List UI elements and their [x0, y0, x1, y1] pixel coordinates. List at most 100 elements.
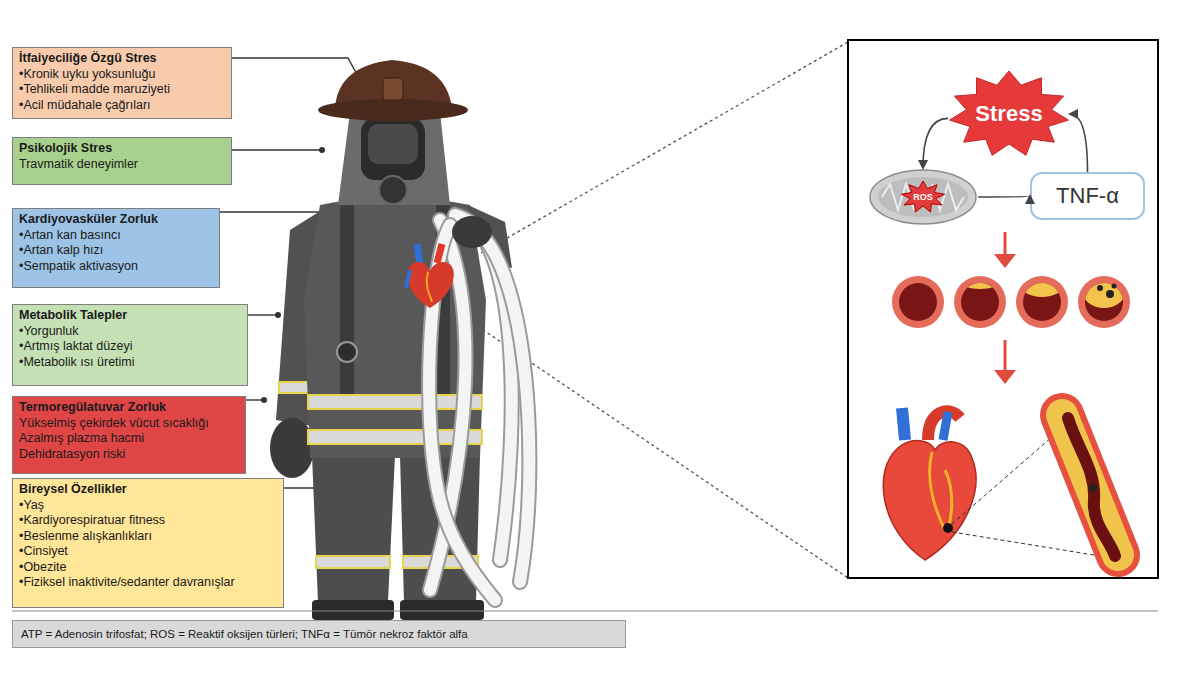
- box-text: Dehidratasyon riski: [19, 447, 239, 463]
- artery-cross-section: [899, 283, 937, 321]
- leader-line: [220, 211, 330, 212]
- artery-cross-section: [892, 276, 944, 328]
- stress-star: Stress: [948, 70, 1070, 158]
- chest-heart: [437, 244, 442, 263]
- firefighter-figure: [312, 455, 395, 602]
- box-text: •Artan kan basıncı: [19, 228, 213, 244]
- artery-cross-section: [1097, 285, 1103, 291]
- chest-heart: [406, 244, 454, 308]
- separator-line: [12, 610, 1158, 611]
- box-text: ROS: [868, 168, 978, 226]
- heart-illustration: [883, 441, 976, 560]
- mitochondrion: ROS: [868, 168, 978, 226]
- artery-cross-section: [1020, 271, 1064, 297]
- heart-illustration: [952, 532, 1100, 556]
- firefighter-figure: [368, 124, 418, 164]
- artery-cross-section: [1082, 272, 1126, 308]
- box-text: Travmatik deneyimler: [19, 157, 225, 173]
- box-heading: Bireysel Özellikler: [19, 482, 277, 498]
- box-text: •Artmış laktat düzeyi: [19, 339, 241, 355]
- box-text: •Cinsiyet: [19, 544, 277, 560]
- box-heading: İtfaiyeciliğe Özgü Stres: [19, 51, 225, 67]
- flow-arrow: [1004, 232, 1007, 256]
- heart-illustration: [928, 411, 960, 440]
- connector-arrow: [978, 196, 1030, 197]
- firefighter-figure: [452, 216, 492, 248]
- connector-arrow: [1070, 114, 1088, 172]
- box-text: Yükselmiş çekirdek vücut sıcaklığı: [19, 416, 239, 432]
- firefighter-figure: [338, 112, 450, 205]
- box-text: •Obezite: [19, 560, 277, 576]
- firefighter-figure: [470, 225, 529, 582]
- firefighter-figure: [400, 600, 484, 620]
- stress-category-box: Bireysel Özellikler•Yaş•Kardiyorespiratu…: [12, 478, 284, 608]
- zoom-line: [455, 42, 848, 268]
- heart-illustration: [930, 452, 952, 530]
- leader-dot: [275, 312, 281, 318]
- box-text: ATP = Adenosin trifosfat; ROS = Reaktif …: [21, 627, 617, 641]
- artery-section: [1062, 415, 1118, 555]
- firefighter-figure: [270, 418, 314, 478]
- box-text: •Kronik uyku yoksunluğu: [19, 67, 225, 83]
- chest-heart: [427, 272, 432, 302]
- firefighter-figure: [270, 60, 529, 620]
- heart-illustration: [943, 412, 948, 440]
- artery-section: [1062, 415, 1118, 555]
- chest-heart: [417, 244, 420, 263]
- flow-arrow: [994, 254, 1016, 268]
- stress-category-box: İtfaiyeciliğe Özgü Stres•Kronik uyku yok…: [12, 47, 232, 119]
- box-text: •Acil müdahale çağrıları: [19, 98, 225, 114]
- flow-arrow: [1004, 340, 1007, 372]
- box-heading: Metabolik Talepler: [19, 308, 241, 324]
- stress-category-box: Metabolik Talepler•Yorgunluk•Artmış lakt…: [12, 304, 248, 386]
- cytokine-box: TNF-α: [1030, 172, 1145, 220]
- box-text: •Fiziksel inaktivite/sedanter davranışla…: [19, 575, 277, 591]
- artery-cross-section: [892, 271, 1130, 328]
- box-heading: Psikolojik Stres: [19, 141, 225, 157]
- box-text: •Tehlikeli madde maruziyeti: [19, 82, 225, 98]
- chest-heart: [406, 270, 410, 288]
- box-text: •Beslenme alışkanlıkları: [19, 529, 277, 545]
- firefighter-figure: [340, 205, 354, 405]
- firefighter-figure: [470, 225, 529, 582]
- box-text: TNF-α: [1056, 183, 1119, 209]
- artery-cross-section: [954, 276, 1006, 328]
- artery-cross-section: [1106, 290, 1114, 298]
- firefighter-figure: [318, 99, 468, 121]
- stress-category-box: Kardiyovasküler Zorluk•Artan kan basıncı…: [12, 208, 220, 288]
- box-text: •Sempatik aktivasyon: [19, 259, 213, 275]
- box-heading: Termoregülatuvar Zorluk: [19, 400, 239, 416]
- box-text: •Metabolik ısı üretimi: [19, 355, 241, 371]
- detail-panel: [848, 40, 1158, 578]
- box-text: •Artan kalp hızı: [19, 243, 213, 259]
- box-text: •Kardiyorespiratuar fitness: [19, 513, 277, 529]
- box-text: •Yaş: [19, 498, 277, 514]
- firefighter-figure: [337, 342, 357, 362]
- box-heading: Kardiyovasküler Zorluk: [19, 212, 213, 228]
- flow-arrow: [994, 370, 1016, 384]
- box-text: Stress: [948, 70, 1070, 158]
- artery-cross-section: [1112, 284, 1117, 289]
- heart-illustration: [952, 430, 1060, 524]
- artery-section: [1068, 418, 1115, 556]
- firefighter-figure: [379, 176, 407, 204]
- abbreviation-note: ATP = Adenosin trifosfat; ROS = Reaktif …: [12, 620, 626, 648]
- box-text: Azalmış plazma hacmi: [19, 431, 239, 447]
- leader-dot: [261, 397, 267, 403]
- leader-dot: [319, 147, 325, 153]
- heart-illustration: [902, 408, 905, 440]
- firefighter-figure: [316, 556, 390, 568]
- heart-illustration: [943, 523, 953, 533]
- leader-line: [232, 149, 322, 150]
- box-text: •Yorgunluk: [19, 324, 241, 340]
- firefighter-figure: [312, 600, 394, 620]
- artery-cross-section: [960, 275, 1000, 289]
- connector-arrow: [923, 118, 948, 168]
- artery-section: [1089, 484, 1097, 492]
- chest-heart: [407, 262, 453, 308]
- stress-category-box: Termoregülatuvar ZorlukYükselmiş çekirde…: [12, 396, 246, 474]
- leader-line: [248, 314, 278, 315]
- stress-category-box: Psikolojik StresTravmatik deneyimler: [12, 137, 232, 185]
- firefighter-figure: [361, 118, 425, 180]
